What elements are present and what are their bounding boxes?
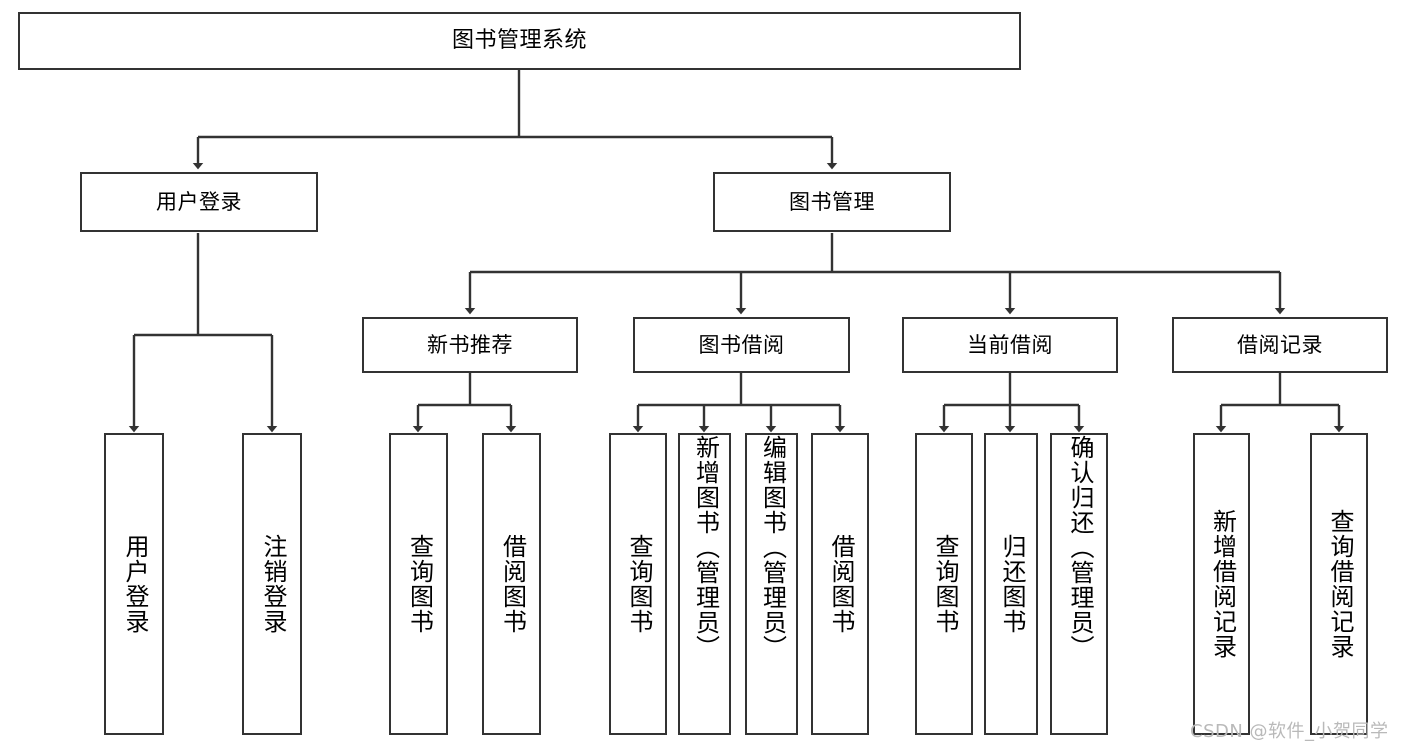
leaf-label: 确认归还（管理员） (1065, 435, 1094, 660)
leaf-user-login[interactable]: 用户登录 (104, 433, 164, 735)
node-root-system[interactable]: 图书管理系统 (18, 12, 1021, 70)
leaf-label: 查询借阅记录 (1325, 509, 1354, 659)
leaf-query-books-current[interactable]: 查询图书 (915, 433, 973, 735)
node-label: 借阅记录 (1237, 332, 1323, 357)
node-book-borrow[interactable]: 图书借阅 (633, 317, 850, 373)
leaf-add-borrow-record[interactable]: 新增借阅记录 (1193, 433, 1250, 735)
node-book-management[interactable]: 图书管理 (713, 172, 951, 232)
node-label: 用户登录 (156, 189, 242, 214)
node-user-login[interactable]: 用户登录 (80, 172, 318, 232)
leaf-label: 用户登录 (120, 534, 149, 634)
leaf-borrow-books-recommend[interactable]: 借阅图书 (482, 433, 541, 735)
node-label: 图书管理系统 (451, 28, 587, 53)
leaf-label: 新增借阅记录 (1208, 509, 1237, 659)
leaf-label: 借阅图书 (498, 534, 527, 634)
node-label: 新书推荐 (427, 332, 513, 357)
leaf-query-books-recommend[interactable]: 查询图书 (389, 433, 448, 735)
leaf-borrow-books-borrow[interactable]: 借阅图书 (811, 433, 869, 735)
leaf-label: 编辑图书（管理员） (758, 435, 787, 660)
node-borrow-records[interactable]: 借阅记录 (1172, 317, 1388, 373)
leaf-label: 新增图书（管理员） (691, 435, 720, 660)
leaf-return-books[interactable]: 归还图书 (984, 433, 1038, 735)
leaf-label: 借阅图书 (826, 534, 855, 634)
leaf-label: 查询图书 (405, 534, 434, 634)
node-label: 图书管理 (789, 189, 875, 214)
leaf-label: 查询图书 (930, 534, 959, 634)
leaf-confirm-return-admin[interactable]: 确认归还（管理员） (1050, 433, 1108, 735)
node-label: 当前借阅 (967, 332, 1053, 357)
leaf-query-borrow-record[interactable]: 查询借阅记录 (1310, 433, 1368, 735)
node-new-book-recommend[interactable]: 新书推荐 (362, 317, 578, 373)
leaf-label: 注销登录 (258, 534, 287, 634)
leaf-edit-book-admin[interactable]: 编辑图书（管理员） (745, 433, 798, 735)
csdn-watermark: CSDN @软件_小贺同学 (1190, 721, 1389, 742)
leaf-label: 归还图书 (997, 534, 1026, 634)
leaf-label: 查询图书 (624, 534, 653, 634)
node-label: 图书借阅 (698, 332, 785, 357)
node-current-borrow[interactable]: 当前借阅 (902, 317, 1118, 373)
leaf-logout[interactable]: 注销登录 (242, 433, 302, 735)
leaf-add-book-admin[interactable]: 新增图书（管理员） (678, 433, 731, 735)
leaf-query-books-borrow[interactable]: 查询图书 (609, 433, 667, 735)
